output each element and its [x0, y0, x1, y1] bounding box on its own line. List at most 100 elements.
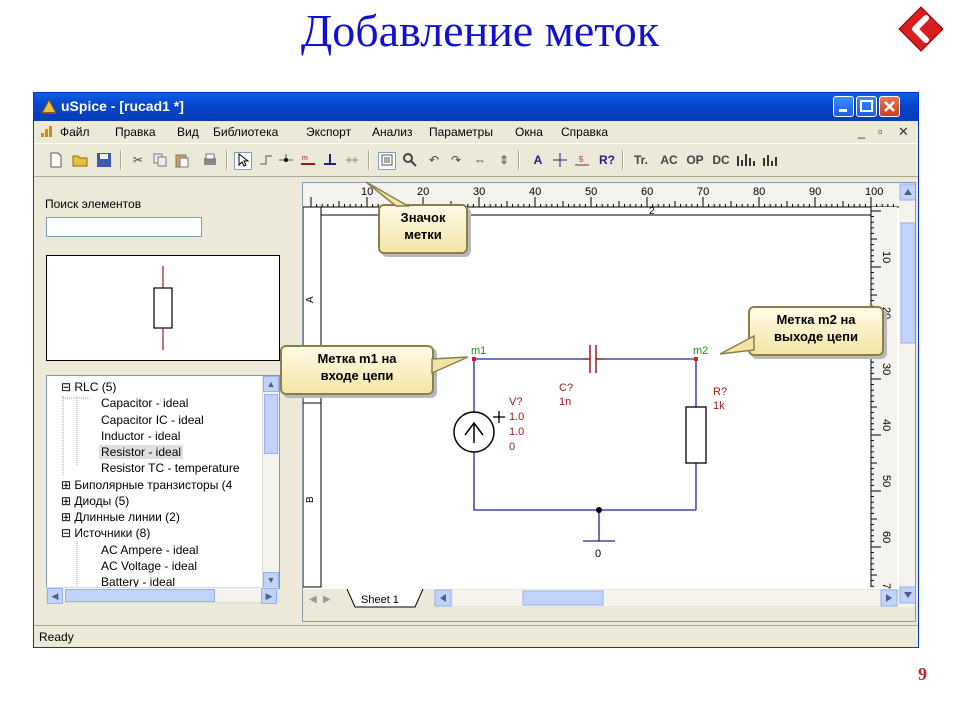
ruler-label: 40	[529, 186, 541, 198]
menu-file[interactable]: Файл	[60, 125, 90, 139]
window-titlebar: uSpice - [rucad1 *]	[34, 93, 918, 121]
toolbar-separator	[120, 150, 122, 170]
close-button[interactable]	[879, 96, 900, 117]
tree-group-lines[interactable]: ⊞ Длинные линии (2)	[61, 510, 180, 524]
document-icon[interactable]	[40, 124, 54, 141]
component-preview	[46, 255, 280, 361]
toolbar-separator	[622, 150, 624, 170]
port-icon[interactable]	[344, 152, 360, 168]
first-sheet-icon[interactable]: ◀	[309, 594, 317, 605]
ground-icon[interactable]	[322, 152, 338, 168]
save-icon[interactable]	[96, 152, 112, 168]
tree-vertical-scrollbar[interactable]: ▲ ▼	[262, 376, 279, 588]
marker-m2[interactable]	[694, 357, 698, 361]
op-analysis-icon[interactable]: OP	[686, 153, 704, 167]
resistor-name: R?	[713, 386, 727, 398]
scroll-thumb[interactable]	[65, 589, 215, 602]
ruler-label: 10	[361, 186, 373, 198]
menu-view[interactable]: Вид	[177, 125, 199, 139]
schematic-canvas[interactable]: 10 20 30 40 50 60 70 80 90 100 A B 2 10 …	[302, 182, 916, 622]
toolbar-separator	[518, 150, 520, 170]
rotate-right-icon[interactable]: ↷	[450, 153, 462, 167]
cut-icon[interactable]: ✂	[132, 153, 144, 167]
tree-item[interactable]: Capacitor IC - ideal	[101, 413, 204, 427]
search-input[interactable]	[46, 217, 202, 237]
menu-export[interactable]: Экспорт	[306, 125, 352, 139]
marker-icon[interactable]: m	[300, 152, 316, 168]
net-label-icon[interactable]: 5	[574, 152, 590, 168]
resistor[interactable]	[685, 406, 707, 464]
tree-group-rlc[interactable]: ⊟ RLC (5)	[61, 380, 117, 394]
spectrum-analysis-icon[interactable]	[736, 152, 758, 168]
sheet-tab-label[interactable]: Sheet 1	[361, 594, 399, 606]
mdi-minimize-icon[interactable]: _	[858, 124, 866, 139]
tree-group-bjt[interactable]: ⊞ Биполярные транзисторы (4	[61, 478, 233, 492]
tree-item-selected[interactable]: Resistor - ideal	[99, 445, 184, 459]
canvas-horizontal-scrollbar[interactable]	[453, 590, 881, 606]
marker-m1[interactable]	[472, 357, 476, 361]
wire-icon[interactable]	[258, 152, 274, 168]
next-sheet-icon[interactable]: ▶	[323, 594, 331, 605]
menu-parameters[interactable]: Параметры	[429, 125, 493, 139]
open-folder-icon[interactable]	[72, 152, 88, 168]
sheet-tab[interactable]	[346, 588, 424, 608]
element-panel: Поиск элементов ⊟ RLC (5) Capacitor - id…	[36, 177, 298, 625]
new-file-icon[interactable]	[48, 152, 64, 168]
circuit-wires	[473, 358, 697, 542]
callout-marker-icon: Значок метки	[378, 204, 468, 254]
tree-group-diodes[interactable]: ⊞ Диоды (5)	[61, 494, 130, 508]
transient-analysis-icon[interactable]: Tr.	[633, 153, 648, 167]
menu-windows[interactable]: Окна	[515, 125, 543, 139]
flip-vertical-icon[interactable]: ⇕	[498, 153, 510, 167]
scroll-down-icon[interactable]: ▼	[263, 572, 279, 588]
callout-m2: Метка m2 на выходе цепи	[748, 306, 884, 356]
tree-item[interactable]: Battery - ideal	[101, 575, 176, 589]
mdi-close-icon[interactable]: ✕	[898, 124, 909, 139]
rotate-left-icon[interactable]: ↶	[428, 153, 440, 167]
tree-item[interactable]: Inductor - ideal	[101, 429, 181, 443]
junction-icon[interactable]	[278, 152, 294, 168]
callout-line: Метка m2 на	[776, 312, 856, 327]
text-icon[interactable]: A	[533, 153, 543, 167]
scroll-thumb[interactable]	[522, 590, 604, 606]
capacitor[interactable]	[583, 345, 603, 373]
callout-m1: Метка m1 на входе цепи	[280, 345, 434, 395]
menu-edit[interactable]: Правка	[115, 125, 156, 139]
scroll-right-icon[interactable]: ▶	[261, 588, 277, 604]
more-analysis-icon[interactable]	[762, 152, 784, 168]
menu-library[interactable]: Библиотека	[213, 125, 279, 139]
tree-item[interactable]: AC Ampere - ideal	[101, 543, 199, 557]
callout-line: входе цепи	[320, 368, 394, 383]
back-arrow-icon[interactable]	[898, 6, 944, 52]
ac-analysis-icon[interactable]: AC	[660, 153, 678, 167]
paste-icon[interactable]	[174, 152, 190, 168]
source-value: 0	[509, 441, 515, 453]
pointer-icon[interactable]	[234, 152, 252, 170]
list-icon[interactable]	[378, 152, 396, 170]
source-name: V?	[509, 396, 522, 408]
menu-analysis[interactable]: Анализ	[372, 125, 413, 139]
minimize-button[interactable]	[833, 96, 854, 117]
ground-label: 0	[595, 548, 601, 560]
tree-item[interactable]: Resistor TC - temperature	[101, 461, 240, 475]
scroll-left-icon[interactable]: ◀	[47, 588, 63, 604]
copy-icon[interactable]	[152, 152, 168, 168]
tree-group-sources[interactable]: ⊟ Источники (8)	[61, 526, 151, 540]
crosshair-icon[interactable]	[552, 152, 568, 168]
print-icon[interactable]	[202, 152, 218, 168]
mdi-restore-icon[interactable]: ▫	[878, 124, 883, 139]
source-value: 1.0	[509, 411, 524, 423]
scroll-up-icon[interactable]: ▲	[263, 376, 279, 392]
dc-analysis-icon[interactable]: DC	[712, 153, 730, 167]
tree-item[interactable]: AC Voltage - ideal	[101, 559, 198, 573]
scroll-thumb[interactable]	[264, 394, 278, 454]
menu-help[interactable]: Справка	[561, 125, 609, 139]
annotate-icon[interactable]: R?	[599, 153, 615, 167]
maximize-button[interactable]	[856, 96, 877, 117]
tree-item[interactable]: Capacitor - ideal	[101, 396, 189, 410]
tree-horizontal-scrollbar[interactable]: ◀ ▶	[46, 587, 278, 604]
flip-horizontal-icon[interactable]: ⇔	[474, 153, 486, 167]
current-source[interactable]	[453, 411, 505, 453]
zoom-icon[interactable]	[402, 152, 418, 168]
scroll-thumb[interactable]	[900, 222, 915, 344]
